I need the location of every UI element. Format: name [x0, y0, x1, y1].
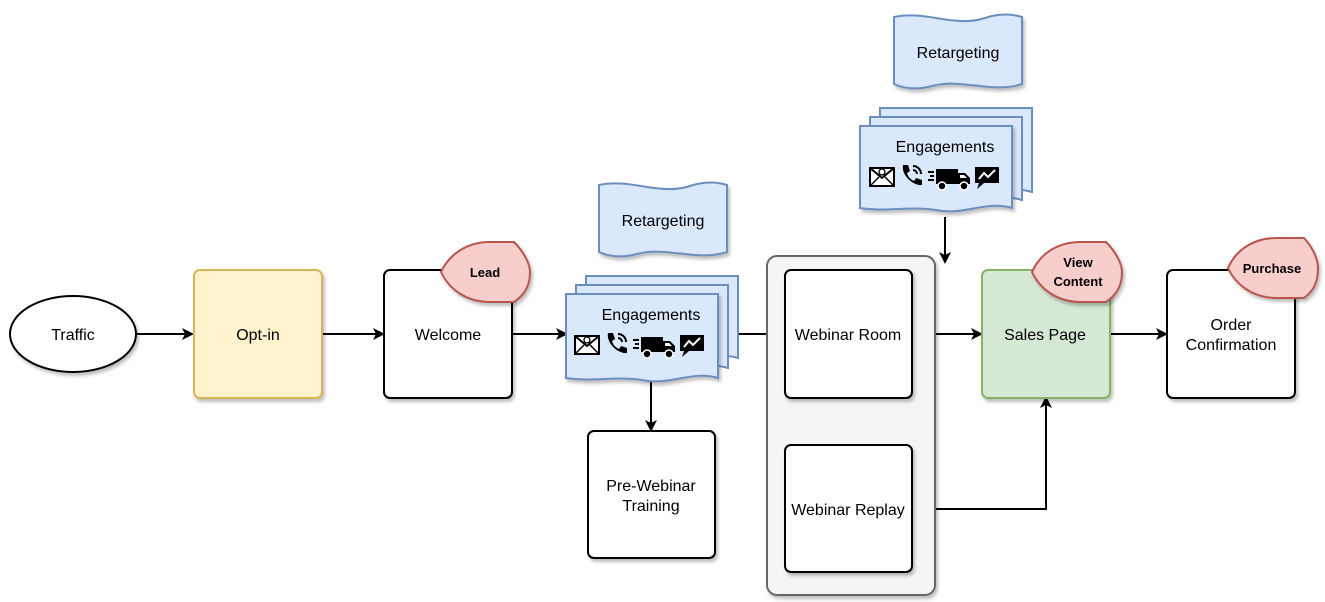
edge-replay-sales: [912, 396, 1052, 510]
view-content-tag-line2: Content: [1053, 274, 1103, 289]
optin-node: Opt-in: [193, 269, 323, 399]
traffic-label: Traffic: [51, 327, 95, 344]
retargeting-left-label: Retargeting: [622, 213, 705, 230]
order-label-line2: Confirmation: [1186, 337, 1277, 354]
email-icon: [869, 167, 895, 187]
retargeting-right-node: Retargeting: [893, 13, 1023, 90]
purchase-tag-label: Purchase: [1243, 261, 1302, 276]
prewebinar-label-line1: Pre-Webinar: [606, 478, 696, 495]
engagements-right-node: Engagements: [859, 107, 1033, 213]
sales-page-label: Sales Page: [1004, 327, 1086, 344]
view-content-tag: View Content: [1030, 241, 1124, 303]
optin-label: Opt-in: [236, 327, 280, 344]
traffic-node: Traffic: [9, 295, 137, 373]
lead-tag-label: Lead: [470, 265, 500, 280]
engagements-right-label: Engagements: [896, 139, 995, 156]
order-label-line1: Order: [1211, 317, 1253, 334]
view-content-tag-line1: View: [1063, 255, 1093, 270]
retargeting-left-node: Retargeting: [598, 181, 728, 258]
engagements-left-node: Engagements: [565, 275, 739, 383]
webinar-replay-node: Webinar Replay: [784, 444, 913, 573]
welcome-label: Welcome: [415, 327, 481, 344]
purchase-tag: Purchase: [1226, 237, 1320, 299]
prewebinar-training-node: Pre-Webinar Training: [587, 430, 716, 559]
webinar-room-node: Webinar Room: [784, 269, 913, 399]
order-confirmation-node: Order Confirmation: [1166, 269, 1296, 399]
email-icon: [574, 335, 600, 355]
retargeting-right-label: Retargeting: [917, 45, 1000, 62]
engagements-left-label: Engagements: [602, 307, 701, 324]
lead-tag: Lead: [439, 241, 532, 303]
prewebinar-label-line2: Training: [622, 498, 679, 515]
webinar-room-label: Webinar Room: [795, 327, 901, 344]
webinar-replay-label: Webinar Replay: [791, 502, 905, 519]
